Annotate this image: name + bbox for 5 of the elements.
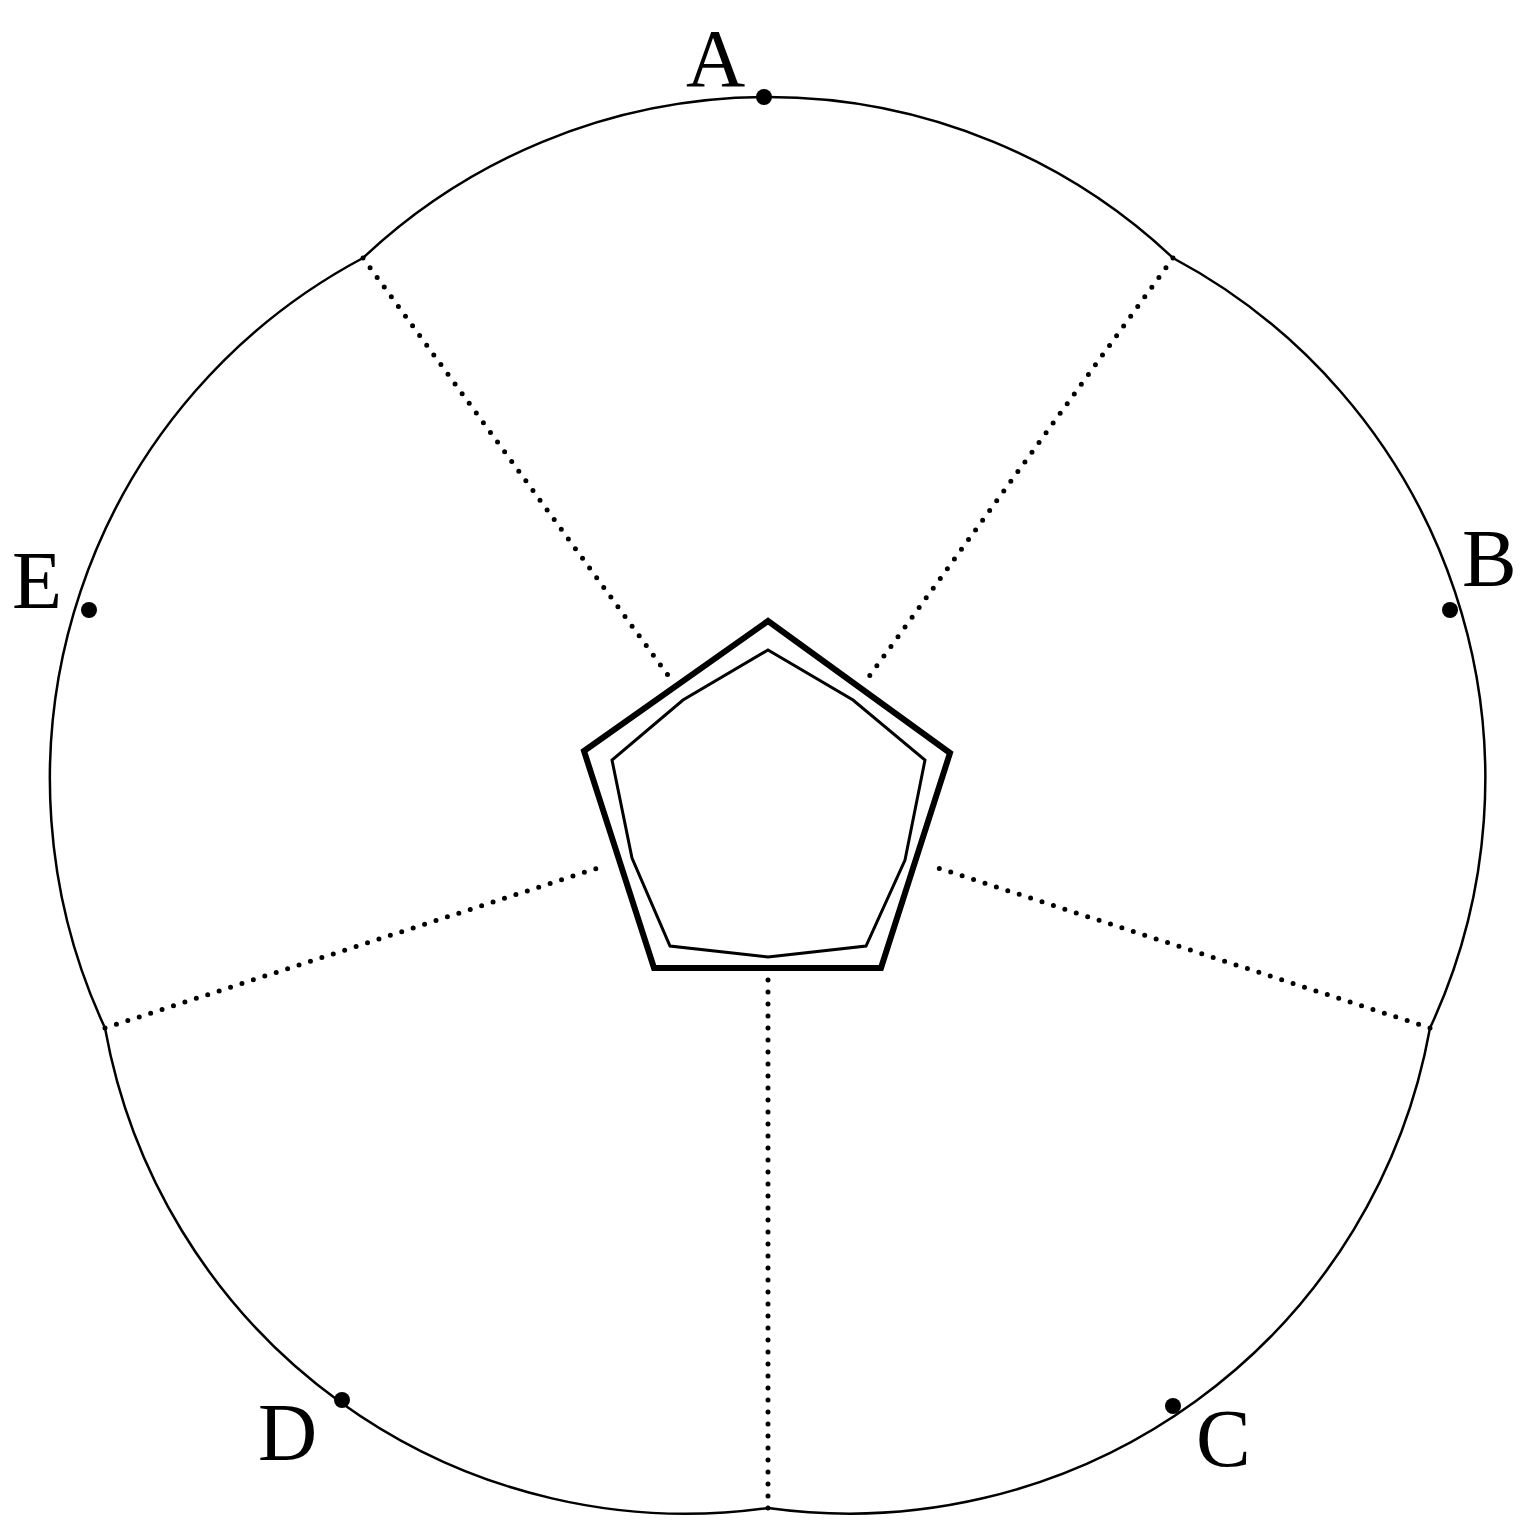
point-label: C bbox=[1196, 1398, 1251, 1480]
point-label: B bbox=[1462, 518, 1517, 600]
point-label: E bbox=[12, 540, 63, 622]
point-label: D bbox=[258, 1392, 318, 1474]
point-label: A bbox=[686, 18, 746, 100]
